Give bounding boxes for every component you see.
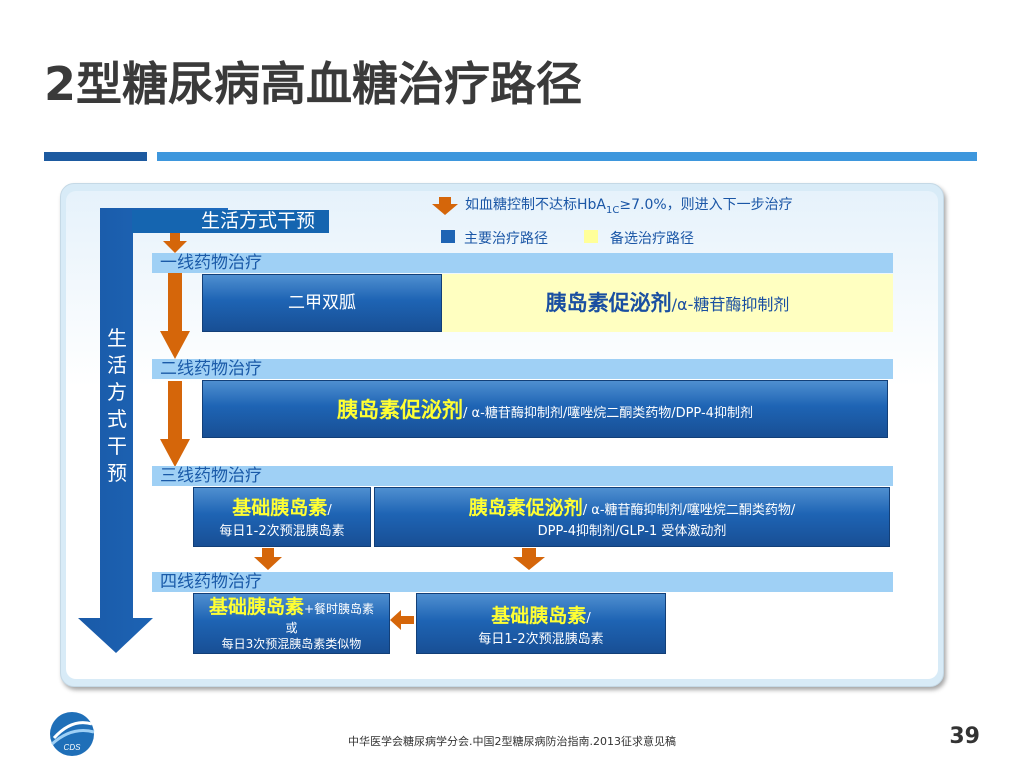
level-2-main: 胰岛素促泌剂 — [337, 398, 464, 422]
page-title: 2型糖尿病高血糖治疗路径 — [44, 57, 583, 111]
level-4-right-slash: / — [586, 611, 591, 626]
level-4-bar: 四线药物治疗 — [152, 572, 893, 592]
level-3-right-box: 胰岛素促泌剂/ α-糖苷酶抑制剂/噻唑烷二酮类药物/ DPP-4抑制剂/GLP-… — [374, 487, 890, 547]
level-2-bar: 二线药物治疗 — [152, 359, 893, 379]
level-3-right-rest: / α-糖苷酶抑制剂/噻唑烷二酮类药物/ — [582, 503, 796, 518]
vertical-char: 干 — [107, 434, 127, 458]
legend-note-sub: 1C — [606, 204, 620, 216]
level-3-left-main: 基础胰岛素 — [232, 497, 328, 519]
step-arrow-icon — [160, 381, 190, 467]
legend-primary-swatch — [441, 230, 455, 243]
level-3-right-main: 胰岛素促泌剂 — [468, 497, 583, 519]
level-1-alt-rest: /α-糖苷酶抑制剂 — [671, 295, 790, 314]
cds-logo-icon: CDS — [50, 712, 95, 756]
level-3-right-line2: DPP-4抑制剂/GLP-1 受体激动剂 — [537, 524, 727, 539]
level-4-left-box: 基础胰岛素+餐时胰岛素 或 每日3次预混胰岛素类似物 — [193, 593, 390, 654]
step-arrow-icon — [513, 548, 545, 570]
level-1-alt-main: 胰岛素促泌剂 — [545, 291, 672, 315]
step-arrow-icon — [163, 233, 187, 253]
level-2-box: 胰岛素促泌剂/ α-糖苷酶抑制剂/噻唑烷二酮类药物/DPP-4抑制剂 — [202, 380, 888, 438]
vertical-char: 预 — [107, 461, 127, 485]
legend-primary-label: 主要治疗路径 — [464, 231, 548, 247]
legend-note: 如血糖控制不达标HbA1C≥7.0%，则进入下一步治疗 — [465, 194, 793, 216]
level-4-right-sub: 每日1-2次预混胰岛素 — [478, 632, 604, 647]
logo-text: CDS — [64, 743, 82, 752]
down-arrow-legend-icon — [432, 197, 458, 215]
left-arrow-icon — [390, 610, 414, 630]
level-4-left-or: 或 — [285, 621, 298, 635]
level-4-left-plus: +餐时胰岛素 — [303, 602, 375, 616]
legend-alternate-swatch — [584, 230, 598, 243]
level-4-left-sub: 每日3次预混胰岛素类似物 — [221, 637, 362, 651]
level-4-right-box: 基础胰岛素/ 每日1-2次预混胰岛素 — [416, 593, 666, 654]
step-arrow-icon — [254, 548, 282, 570]
level-1-bar: 一线药物治疗 — [152, 253, 893, 273]
vertical-char: 活 — [107, 353, 127, 377]
page-number: 39 — [949, 724, 980, 749]
level-1-alternate-box: 胰岛素促泌剂/α-糖苷酶抑制剂 — [442, 274, 893, 332]
lifestyle-arrow-icon — [78, 208, 228, 653]
legend-alternate-label: 备选治疗路径 — [610, 231, 694, 247]
vertical-char: 方 — [107, 380, 127, 404]
title-rule-dark — [44, 152, 147, 161]
level-4-right-main: 基础胰岛素 — [491, 605, 587, 627]
vertical-char: 式 — [107, 407, 127, 431]
level-1-primary-box: 二甲双胍 — [202, 274, 442, 332]
level-3-bar: 三线药物治疗 — [152, 466, 893, 486]
legend-note-prefix: 如血糖控制不达标HbA — [465, 197, 606, 213]
lifestyle-vertical-label: 生 活 方 式 干 预 — [104, 325, 130, 487]
step-arrow-icon — [160, 273, 190, 359]
title-rule-light — [157, 152, 977, 161]
level-3-left-sub: 每日1-2次预混胰岛素 — [219, 524, 345, 539]
level-3-left-slash: / — [327, 503, 332, 518]
level-4-left-main: 基础胰岛素 — [208, 596, 304, 618]
lifestyle-intervention-box: 生活方式干预 — [132, 210, 329, 233]
vertical-char: 生 — [107, 326, 127, 350]
level-2-rest: / α-糖苷酶抑制剂/噻唑烷二酮类药物/DPP-4抑制剂 — [463, 406, 753, 421]
level-3-left-box: 基础胰岛素/ 每日1-2次预混胰岛素 — [193, 487, 371, 547]
legend-note-suffix: ≥7.0%，则进入下一步治疗 — [619, 197, 793, 213]
footer-source: 中华医学会糖尿病学分会.中国2型糖尿病防治指南.2013征求意见稿 — [348, 735, 676, 748]
